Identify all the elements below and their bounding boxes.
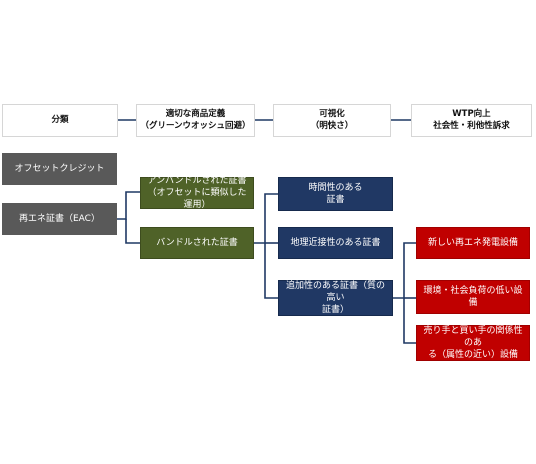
- node-low-impact-facility: 環境・社会負荷の低い設備: [416, 280, 530, 314]
- header-product-definition-line1: 適切な商品定義: [165, 109, 226, 120]
- node-relation-line1: 売り手と買い手の関係性のあ: [423, 325, 523, 348]
- node-renewable-certificate: 再エネ証書（EAC）: [2, 203, 117, 235]
- header-wtp: WTP向上 社会性・利他性訴求: [411, 104, 532, 137]
- connector-renewable-to-unbundled: [117, 191, 140, 220]
- header-wtp-line1: WTP向上: [452, 109, 491, 120]
- node-geographic-label: 地理近接性のある証書: [290, 237, 381, 248]
- node-offset-credit: オフセットクレジット: [2, 153, 117, 185]
- node-relation-line2: る（属性の近い）設備: [427, 350, 518, 361]
- node-temporal-certificate: 時間性のある 証書: [278, 177, 393, 211]
- header-visualization-line2: （明快さ）: [310, 120, 354, 131]
- connector-additional-to-new: [393, 242, 416, 299]
- header-classification-label: 分類: [51, 114, 69, 125]
- header-product-definition: 適切な商品定義 （グリーンウオッシュ回避）: [136, 104, 255, 137]
- node-additional-line1: 追加性のある証書（質の高い: [285, 280, 385, 303]
- connector-renewable-to-bundled: [125, 219, 140, 244]
- node-new-renewable-plant-label: 新しい再エネ発電設備: [427, 237, 518, 248]
- node-renewable-certificate-label: 再エネ証書（EAC）: [19, 213, 100, 224]
- connector-bundled-to-additional: [264, 243, 278, 299]
- header-wtp-line2: 社会性・利他性訴求: [433, 120, 510, 131]
- node-seller-buyer-relation-facility: 売り手と買い手の関係性のあ る（属性の近い）設備: [416, 325, 530, 361]
- node-low-impact-facility-label: 環境・社会負荷の低い設備: [423, 285, 523, 308]
- header-visualization: 可視化 （明快さ）: [273, 104, 391, 137]
- connector-additional-to-relation: [403, 298, 416, 344]
- header-visualization-line1: 可視化: [319, 109, 345, 120]
- node-temporal-line2: 証書: [326, 195, 345, 205]
- connector-bundled-to-temporal: [254, 193, 278, 244]
- node-new-renewable-plant: 新しい再エネ発電設備: [416, 227, 530, 259]
- node-temporal-line1: 時間性のある: [308, 182, 363, 193]
- node-unbundled-line2: （オフセットに類似した運用）: [147, 187, 247, 211]
- node-additional-certificate: 追加性のある証書（質の高い 証書）: [278, 280, 393, 316]
- header-classification: 分類: [2, 104, 118, 137]
- node-additional-line2: 証書）: [321, 305, 349, 316]
- node-bundled-label: バンドルされた証書: [156, 237, 238, 248]
- node-offset-credit-label: オフセットクレジット: [14, 163, 105, 174]
- node-unbundled-line1: アンバンドルされた証書: [147, 175, 247, 186]
- header-product-definition-line2: （グリーンウオッシュ回避）: [140, 120, 251, 131]
- node-bundled-certificate: バンドルされた証書: [140, 227, 254, 259]
- node-geographic-certificate: 地理近接性のある証書: [278, 227, 393, 259]
- node-unbundled-certificate: アンバンドルされた証書 （オフセットに類似した運用）: [140, 175, 254, 211]
